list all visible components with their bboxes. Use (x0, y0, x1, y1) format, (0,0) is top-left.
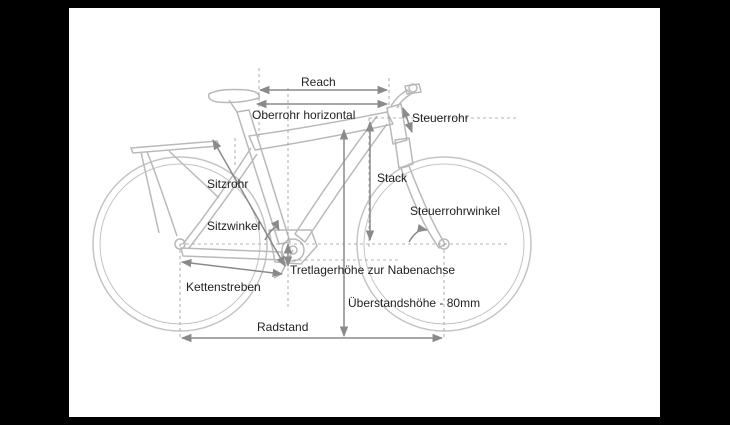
geometry-diagram: Reach Oberrohr horizontal Steuerrohr Sit… (69, 8, 660, 417)
head-angle-label: Steuerrohrwinkel (410, 204, 501, 218)
fork-upper (394, 137, 414, 169)
stem (390, 89, 412, 109)
dimension-lines (180, 85, 444, 343)
down-tube (294, 115, 388, 243)
reach-label: Reach (301, 75, 336, 89)
seat-tube-label: Sitzrohr (207, 177, 249, 191)
top-tube-label: Oberrohr horizontal (252, 108, 356, 122)
saddle (207, 88, 260, 104)
head-tube-arrow (402, 107, 413, 133)
top-tube (248, 111, 394, 151)
seat-tube-arrow (212, 139, 286, 267)
wheelbase-label: Radstand (257, 320, 309, 334)
stack-label: Stack (377, 171, 408, 185)
chainstays-label: Kettenstreben (186, 280, 261, 294)
bb-height-label: Tretlagerhöhe zur Nabenachse (290, 263, 455, 277)
bike-drawing (92, 68, 532, 343)
head-tube (386, 103, 408, 145)
seat-angle-arc (264, 219, 280, 241)
head-angle-arc (408, 224, 429, 243)
chain-stay (180, 247, 284, 261)
chainstay-arrow (180, 258, 284, 278)
rear-rack (129, 140, 221, 237)
seat-angle-label: Sitzwinkel (207, 219, 261, 233)
head-tube-label: Steuerrohr (412, 111, 469, 125)
standover-label: Überstandshöhe - 80mm (348, 296, 481, 310)
